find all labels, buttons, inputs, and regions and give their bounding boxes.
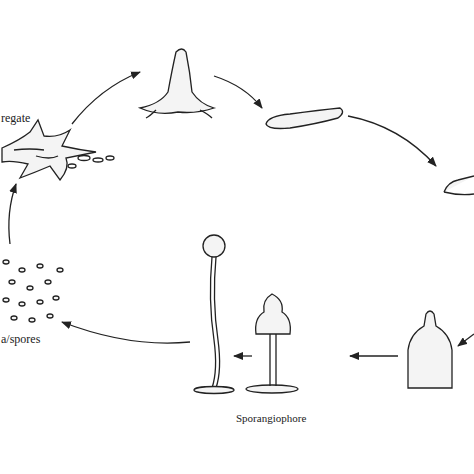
stage-label: regate [1, 112, 30, 125]
stage-label: a/spores [1, 333, 40, 346]
stage-label: Sporangiophore [236, 412, 306, 424]
